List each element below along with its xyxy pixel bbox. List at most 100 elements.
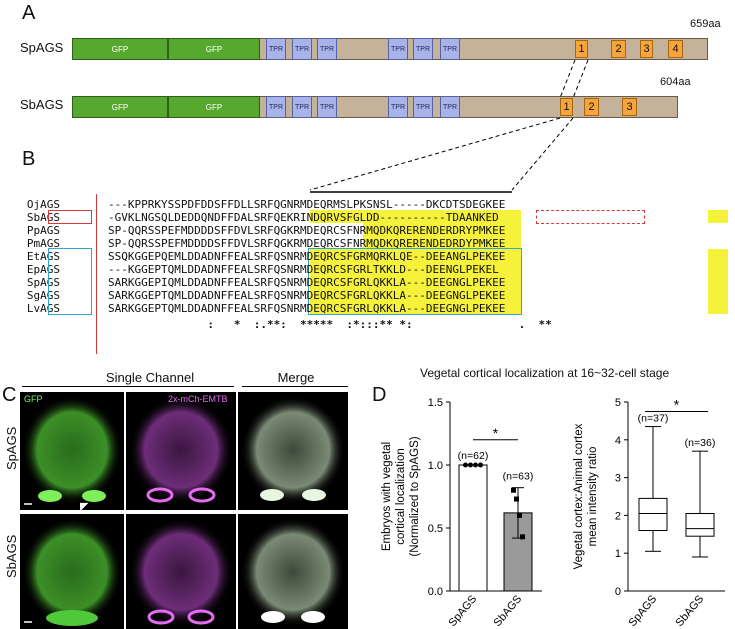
alignment-row: -GVKLNGSQLDEDDQNDFFDALSRFQEKRINDQRVSFGLD… (108, 211, 499, 224)
tpr-label: TPR (443, 103, 457, 111)
data-point (468, 462, 473, 468)
panel-a-letter: A (22, 2, 36, 24)
micrograph-grid: GFP ◤ 2x-mCh-EMTB (20, 392, 348, 629)
row-label-text: SpAGS (4, 426, 19, 470)
alignment-divider (96, 194, 97, 354)
tpr-label: TPR (416, 103, 430, 111)
bar-chart: 0.00.51.01.5(n=62)SpAGS(n=63)SbAGS*Embry… (381, 397, 542, 629)
seq-name: LvAGS (26, 302, 60, 315)
gfp-domain: GFP (72, 96, 168, 118)
tpr-domain: TPR (266, 38, 286, 60)
tpr-domain: TPR (440, 38, 460, 60)
cortical-signal (302, 489, 326, 501)
sb-ags-label: SbAGS (20, 97, 64, 112)
conserved-highlight-group (310, 249, 521, 314)
embryo (22, 518, 122, 626)
conserved-highlight-sb (310, 210, 521, 223)
sb-name-box (48, 210, 92, 224)
connector-dash (309, 117, 561, 191)
tpr-domain: TPR (413, 96, 433, 118)
tpr-domain: TPR (266, 96, 286, 118)
arrowhead-icon: ◤ (80, 500, 89, 513)
y-tick-label: 3 (615, 473, 621, 485)
row-label-sb: SbAGS (4, 535, 19, 578)
n-label: (n=37) (638, 413, 669, 425)
panel-b-letter: B (22, 148, 36, 170)
goloco-number: 2 (615, 43, 622, 55)
significance-star: * (674, 396, 680, 412)
tpr-domain: TPR (317, 38, 337, 60)
data-point (511, 487, 516, 493)
tpr-label: TPR (391, 45, 405, 53)
gfp-label: GFP (205, 102, 223, 112)
row-label-sp: SpAGS (4, 427, 19, 470)
y-tick-label: 4 (615, 435, 621, 447)
data-point (520, 534, 525, 540)
goloco-motif: 1 (560, 98, 573, 116)
x-tick-label: SpAGS (627, 593, 660, 629)
seq-name: PpAGS (26, 224, 60, 237)
alignment-row: SP-QQRSSPEFMDDDDSFFDVLSRFQGKRMDEQRCSFNRM… (108, 224, 506, 237)
tpr-domain: TPR (413, 38, 433, 60)
sb-ags-length: 604aa (660, 76, 691, 88)
y-axis-label: mean intensity ratio (587, 447, 599, 547)
cortical-signal (188, 487, 216, 503)
seq-name: EtAGS (26, 250, 60, 263)
gfp-domain: GFP (168, 38, 260, 60)
seq-name: SbAGS (26, 211, 60, 224)
y-tick-label: 1.0 (428, 460, 443, 472)
alignment-row: SARKGGEPIQMLDDADNFFEALSRFQSNRMDEQRCSFGRL… (108, 276, 506, 289)
alignment-row: ---KGGEPTQMLDDADNFFEALSRFQSNRMDEQRCSFGRL… (108, 263, 499, 276)
tpr-domain: TPR (292, 38, 312, 60)
seq-name: SpAGS (26, 276, 60, 289)
seq-name: EpAGS (26, 263, 60, 276)
data-point (478, 462, 483, 468)
cortical-signal (147, 609, 175, 625)
seq-name: PmAGS (26, 237, 60, 250)
panel-ab-connectors (309, 59, 589, 193)
y-tick-label: 1.5 (428, 397, 443, 409)
goloco-number: 3 (643, 43, 650, 55)
tpr-label: TPR (320, 45, 334, 53)
cortical-signal (301, 611, 325, 623)
deletion-box (536, 210, 645, 224)
tpr-domain: TPR (440, 96, 460, 118)
goloco-motif: 4 (668, 40, 683, 58)
y-axis-label: (Normalized to SpAGS) (409, 436, 421, 556)
tpr-label: TPR (416, 45, 430, 53)
x-tick-label: SbAGS (492, 593, 525, 629)
y-tick-label: 0 (615, 586, 621, 598)
conserved-highlight-pm (363, 236, 521, 249)
alignment-row: SARKGGEPTQMLDDADNFFEALSRFQSNRMDEQRCSFGRL… (108, 302, 506, 315)
embryo (129, 518, 233, 626)
seq-name: SgAGS (26, 289, 60, 302)
tpr-domain: TPR (388, 96, 408, 118)
goloco-motif: 2 (584, 98, 599, 116)
n-label: (n=62) (458, 450, 489, 462)
panel-d-title: Vegetal cortical localization at 16~32-c… (420, 366, 670, 380)
tpr-label: TPR (269, 45, 283, 53)
conserved-box (308, 248, 522, 315)
alignment-row: SSQKGGEPQEMLDDADNFFEALSRFQSNRMDEQRCSFGRM… (108, 250, 506, 263)
goloco-number: 3 (626, 101, 633, 113)
data-point (517, 512, 522, 518)
merge-header: Merge (277, 370, 315, 385)
n-label: (n=36) (685, 437, 716, 449)
panel-c-letter: C (2, 384, 17, 406)
cortical-signal (38, 490, 62, 502)
tpr-label: TPR (320, 103, 334, 111)
tpr-label: TPR (269, 103, 283, 111)
embryo (241, 518, 345, 626)
row-label-text: SbAGS (4, 534, 19, 578)
data-point (463, 462, 468, 468)
x-tick-label: SbAGS (674, 593, 707, 629)
embryo (241, 396, 345, 504)
cortical-signal (187, 609, 215, 625)
conserved-highlight-end (708, 210, 728, 223)
x-tick-label: SpAGS (447, 593, 480, 629)
y-tick-label: 0.5 (428, 523, 443, 535)
goloco-motif: 3 (640, 40, 653, 58)
y-tick-label: 1 (615, 548, 621, 560)
goloco-motif: 3 (622, 98, 637, 116)
